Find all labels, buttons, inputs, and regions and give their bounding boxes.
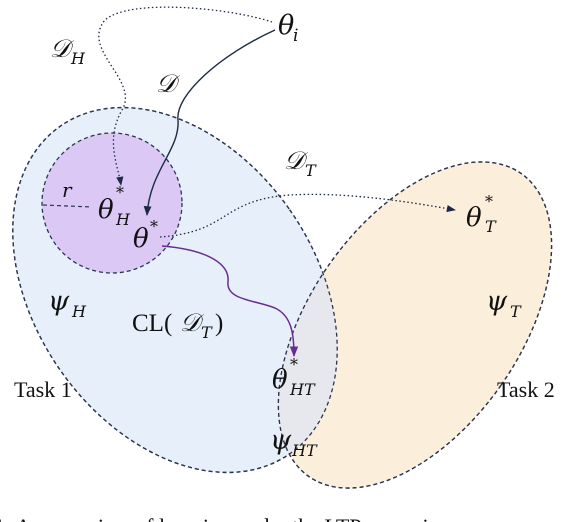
svg-text:θ: θ [133,224,149,254]
svg-text:H: H [70,49,86,68]
svg-text:T: T [485,217,497,236]
psi-H-label: ψ H [48,286,87,321]
svg-text:i: i [293,26,298,46]
svg-text:*: * [116,183,124,202]
theta-T-star-label: θ * T [466,192,497,236]
svg-text:ψ: ψ [48,286,70,317]
D-H-label: 𝒟 H [50,34,86,68]
svg-text:*: * [485,192,493,211]
CL-label: CL( 𝒟 T ) [132,308,223,342]
psi-T-label: ψ T [486,286,522,321]
svg-text:): ) [215,310,223,337]
svg-text:θ: θ [466,203,482,233]
arrow-CL [161,245,299,358]
arrow-DH [98,6,273,186]
svg-text:θ: θ [272,365,288,395]
svg-text:CL(: CL( [132,310,172,337]
svg-text:H: H [71,302,87,321]
radius-circle [41,132,183,274]
theta-H-star-label: θ * H [98,183,131,229]
r-label: r [62,178,73,202]
radius-line [42,204,93,208]
svg-text:*: * [290,355,298,374]
D-T-label: 𝒟 T [284,146,317,180]
theta-star-label: θ * [133,217,158,254]
task1-label: Task 1 [14,377,72,402]
svg-text:ψ: ψ [486,286,508,317]
arrow-D [143,29,276,216]
svg-text:H: H [115,210,131,229]
theta-i-label: θ i [278,10,298,46]
theta-HT-star-label: θ * HT [272,355,316,399]
psi-HT-label: ψ HT [270,425,318,460]
svg-text:HT: HT [291,441,318,460]
svg-text:r: r [62,178,73,202]
svg-text:*: * [150,217,158,236]
svg-text:θ: θ [98,195,114,225]
svg-text:T: T [201,323,213,342]
svg-text:T: T [510,302,522,321]
svg-text:𝒟: 𝒟 [156,69,181,98]
figure-caption: 1: An overview of learning under the LTP… [0,514,440,522]
svg-text:ψ: ψ [270,425,292,456]
svg-text:θ: θ [278,10,294,41]
svg-text:HT: HT [289,380,316,399]
task2-outline [277,161,553,489]
D-label: 𝒟 [156,69,181,98]
task2-label: Task 2 [497,377,555,402]
svg-text:T: T [305,161,317,180]
